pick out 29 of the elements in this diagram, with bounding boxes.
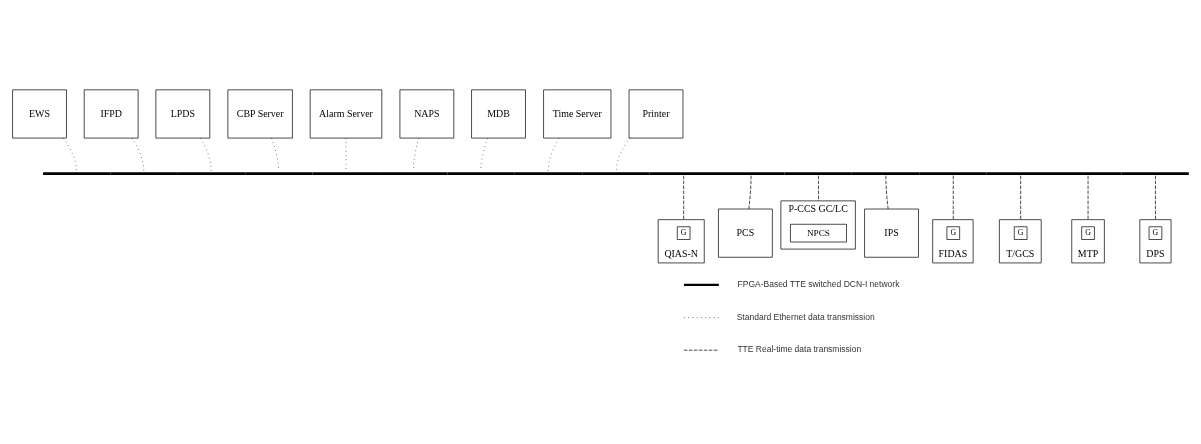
connector <box>748 174 752 209</box>
connector <box>1155 174 1156 220</box>
connector <box>1020 174 1021 220</box>
node-box: Time Server <box>543 89 612 138</box>
node-box: NAPS <box>399 89 455 138</box>
node-box: IFPD <box>83 89 139 138</box>
node-box: G <box>946 225 960 240</box>
connector <box>952 174 954 220</box>
node-box: G <box>1013 225 1028 240</box>
node-box: NPCS <box>790 223 847 242</box>
connector <box>413 137 420 172</box>
connector <box>1087 174 1089 220</box>
connector <box>885 174 889 209</box>
node-box: IPS <box>864 208 919 258</box>
node-box: G <box>676 225 691 240</box>
connector <box>818 174 819 201</box>
legend-label: FPGA-Based TTE switched DCN-I network <box>737 278 900 289</box>
node-box: PCS <box>718 208 773 258</box>
node-box: CBP Server <box>227 89 293 138</box>
node-box: LPDS <box>155 89 211 138</box>
node-box: EWS <box>12 89 67 138</box>
connector <box>683 174 685 220</box>
node-box: Printer <box>628 89 684 138</box>
node-box: G <box>1081 225 1095 240</box>
node-box: G <box>1148 225 1163 240</box>
node-box: Alarm Server <box>309 89 383 138</box>
legend-label: Standard Ethernet data transmission <box>736 311 875 322</box>
legend-label: TTE Real-time data transmission <box>737 343 862 354</box>
node-box: MDB <box>471 89 526 138</box>
